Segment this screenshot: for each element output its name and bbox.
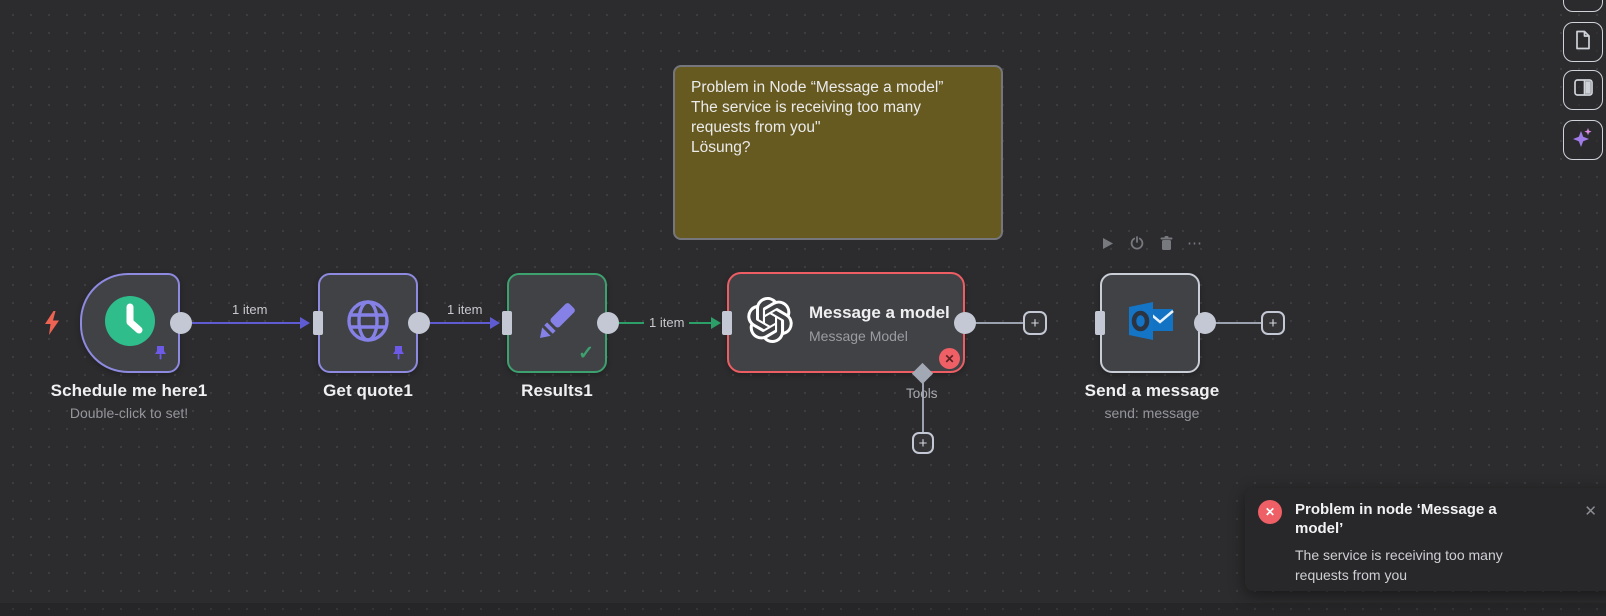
node-label-schedule: Schedule me here1	[50, 381, 208, 400]
output-connector-model[interactable]	[954, 312, 976, 334]
delete-node-icon[interactable]	[1159, 236, 1173, 250]
add-node-button[interactable]: +	[1261, 311, 1285, 335]
sidebar-button-ai-assistant[interactable]	[1563, 120, 1603, 160]
error-badge-icon: ✕	[939, 348, 960, 369]
connection-items-label: 1 item	[447, 302, 483, 317]
node-schedule-trigger[interactable]	[80, 273, 180, 373]
pin-icon	[392, 345, 405, 365]
output-connector-results[interactable]	[597, 312, 619, 334]
output-connector-send[interactable]	[1194, 312, 1216, 334]
clock-icon	[104, 295, 156, 352]
node-send-a-message[interactable]	[1100, 273, 1200, 373]
node-results[interactable]: ✓	[507, 273, 607, 373]
toast-error-icon: ✕	[1258, 500, 1282, 524]
sidebar-button-hidden[interactable]	[1563, 0, 1603, 12]
arrowhead-icon	[300, 317, 310, 329]
deactivate-node-icon[interactable]	[1130, 236, 1144, 250]
canvas-bottom-edge	[0, 603, 1606, 616]
openai-icon	[747, 297, 793, 348]
node-label-results: Results1	[521, 381, 593, 400]
input-connector-model[interactable]	[722, 311, 732, 335]
node-hover-toolbar: ⋯	[1101, 235, 1203, 252]
toast-close-icon[interactable]: ✕	[1584, 503, 1597, 520]
output-connector-schedule[interactable]	[170, 312, 192, 334]
execute-node-icon[interactable]	[1101, 236, 1115, 250]
sticky-note-line: Problem in Node “Message a model”	[691, 79, 944, 96]
toast-title: Problem in node ‘Message a model’	[1295, 501, 1497, 537]
sidebar-button-templates[interactable]	[1563, 22, 1603, 62]
node-label-get-quote: Get quote1	[323, 381, 413, 400]
sticky-note-line: Lösung?	[691, 139, 751, 156]
document-icon	[1574, 30, 1592, 55]
input-connector-getquote[interactable]	[313, 311, 323, 335]
node-message-a-model[interactable]: Message a model Message Model ✕	[727, 272, 965, 373]
node-label-send-a-message: Send a message	[1084, 381, 1220, 400]
output-connector-getquote[interactable]	[408, 312, 430, 334]
pin-icon	[154, 345, 167, 365]
globe-icon	[345, 298, 391, 349]
node-get-quote[interactable]	[318, 273, 418, 373]
sidebar-button-panel[interactable]	[1563, 70, 1603, 110]
error-toast: ✕ Problem in node ‘Message a model’ The …	[1245, 488, 1606, 591]
tools-port-label: Tools	[906, 386, 938, 401]
input-connector-results[interactable]	[502, 311, 512, 335]
connection-items-label: 1 item	[232, 302, 268, 317]
node-options-icon[interactable]: ⋯	[1187, 235, 1203, 252]
node-subtitle-message-a-model: Message Model	[809, 327, 908, 344]
node-title-message-a-model: Message a model	[809, 302, 950, 322]
add-tool-button[interactable]: +	[912, 432, 934, 454]
connection-items-label: 1 item	[644, 315, 690, 330]
add-node-button[interactable]: +	[1023, 311, 1047, 335]
arrowhead-icon	[490, 317, 500, 329]
success-check-icon: ✓	[578, 343, 594, 364]
toast-body: The service is receiving too many reques…	[1295, 547, 1503, 583]
panel-icon	[1573, 79, 1593, 101]
input-connector-send[interactable]	[1095, 311, 1105, 335]
sticky-note[interactable]: Problem in Node “Message a model” The se…	[673, 65, 1003, 240]
sticky-note-line: The service is receiving too many	[691, 99, 922, 116]
sticky-note-line: requests from you"	[691, 119, 821, 136]
trigger-bolt-icon	[42, 310, 62, 341]
arrowhead-icon	[711, 317, 721, 329]
node-sublabel-send-a-message: send: message	[1104, 405, 1200, 421]
outlook-icon	[1123, 299, 1177, 348]
node-sublabel-schedule: Double-click to set!	[69, 405, 189, 421]
sparkles-icon	[1572, 127, 1594, 154]
pencil-icon	[532, 296, 582, 351]
